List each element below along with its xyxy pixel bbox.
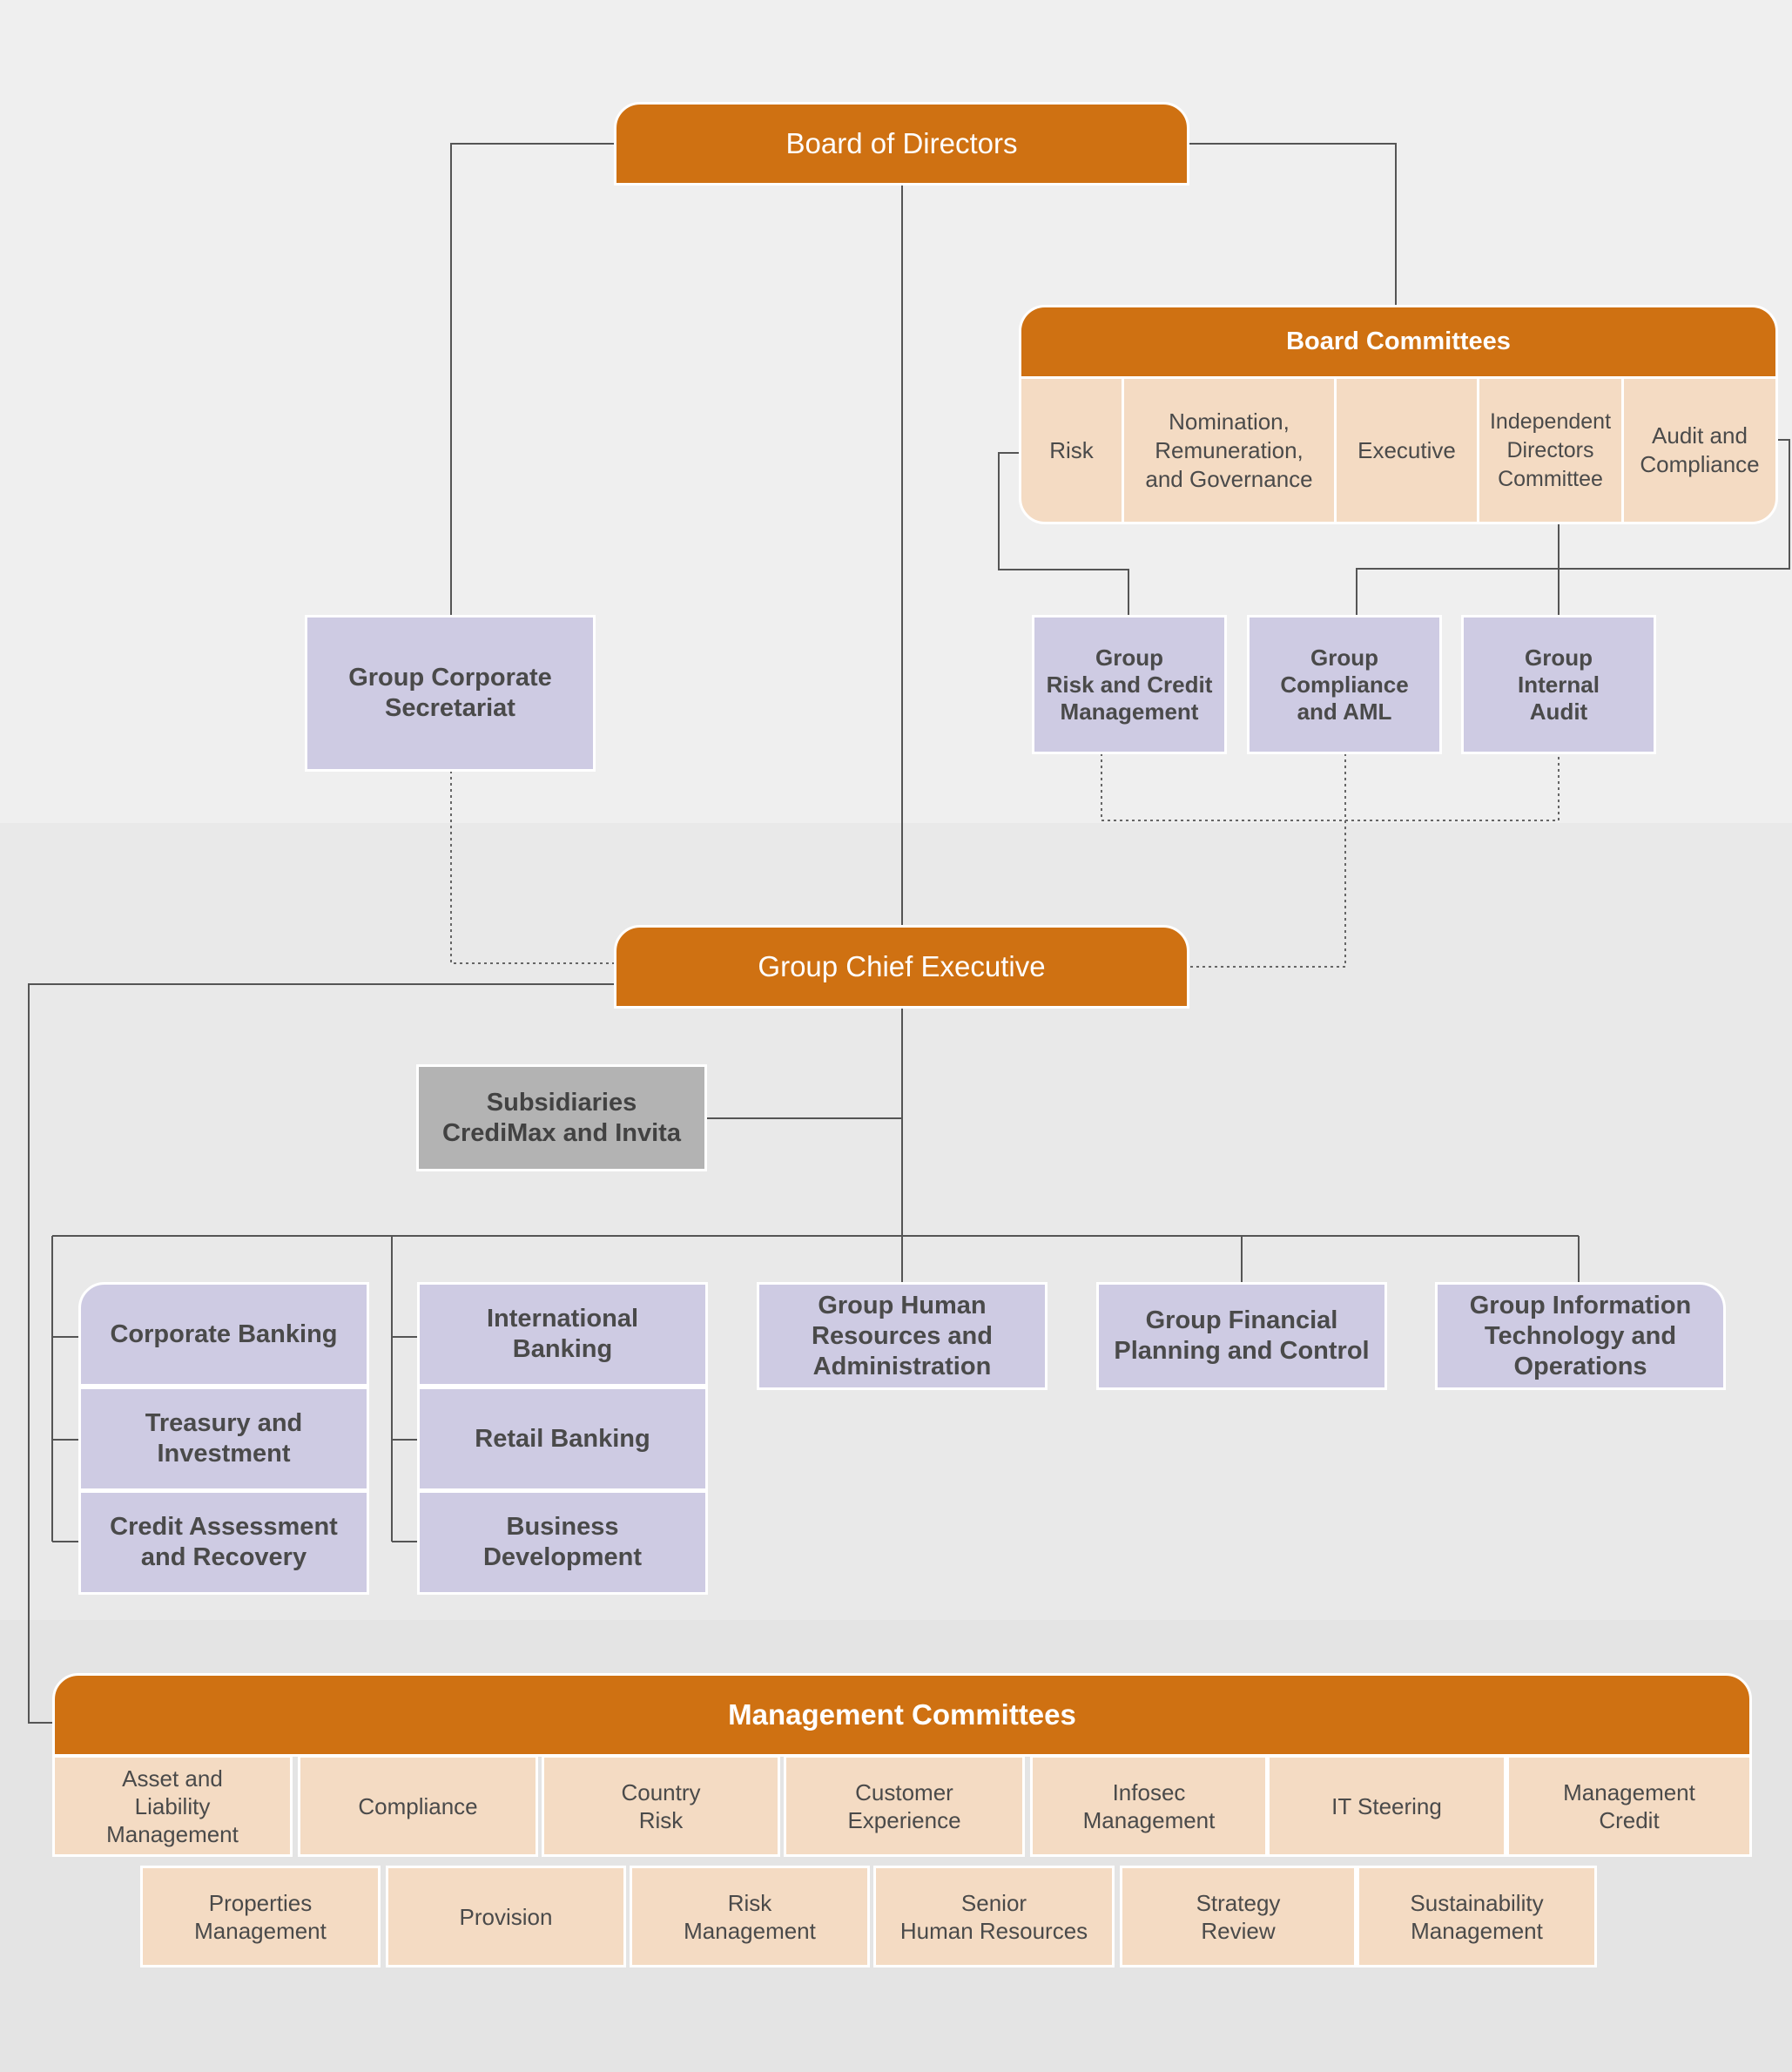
mgmt-committee-senior-hr: Senior Human Resources: [873, 1866, 1115, 1967]
mgmt-committee-sustainability: Sustainability Management: [1357, 1866, 1597, 1967]
committee-audit-compliance: Audit and Compliance: [1640, 422, 1760, 477]
committee-executive: Executive: [1337, 379, 1479, 522]
mgmt-committee-asset-liability: Asset and Liability Management: [52, 1755, 293, 1857]
unit-retail-banking: Retail Banking: [417, 1387, 708, 1491]
board-committees-title: Board Committees: [1021, 307, 1775, 379]
management-committees-title: Management Committees: [52, 1673, 1752, 1757]
committee-independent-directors: Independent Directors Committee: [1479, 379, 1624, 522]
group-risk-credit-management: Group Risk and Credit Management: [1032, 615, 1227, 754]
group-chief-executive: Group Chief Executive: [614, 925, 1189, 1009]
group-compliance-aml: Group Compliance and AML: [1247, 615, 1442, 754]
unit-group-financial-planning: Group Financial Planning and Control: [1096, 1282, 1387, 1390]
unit-corporate-banking: Corporate Banking: [78, 1282, 369, 1387]
unit-business-development: Business Development: [417, 1490, 708, 1595]
unit-group-human-resources: Group Human Resources and Administration: [757, 1282, 1048, 1390]
mgmt-committee-customer-experience: Customer Experience: [784, 1755, 1025, 1857]
mgmt-committee-infosec: Infosec Management: [1030, 1755, 1268, 1857]
unit-international-banking: International Banking: [417, 1282, 708, 1387]
unit-treasury-investment: Treasury and Investment: [78, 1387, 369, 1491]
mgmt-committee-compliance: Compliance: [298, 1755, 538, 1857]
mgmt-committee-management-credit: Management Credit: [1506, 1755, 1752, 1857]
unit-group-information-technology: Group Information Technology and Operati…: [1435, 1282, 1726, 1390]
mgmt-committee-properties: Properties Management: [140, 1866, 381, 1967]
mgmt-committee-strategy-review: Strategy Review: [1120, 1866, 1357, 1967]
group-corporate-secretariat: Group Corporate Secretariat: [305, 615, 596, 772]
board-of-directors: Board of Directors: [614, 102, 1189, 186]
unit-credit-assessment-recovery: Credit Assessment and Recovery: [78, 1490, 369, 1595]
subsidiaries: Subsidiaries CrediMax and Invita: [416, 1064, 707, 1171]
mgmt-committee-provision: Provision: [386, 1866, 626, 1967]
mgmt-committee-it-steering: IT Steering: [1267, 1755, 1506, 1857]
committee-risk: Risk: [1021, 379, 1124, 522]
board-committees-panel: Board Committees Risk Nomination, Remune…: [1019, 305, 1778, 524]
mgmt-committee-risk-management: Risk Management: [630, 1866, 870, 1967]
group-internal-audit: Group Internal Audit: [1461, 615, 1656, 754]
mgmt-committee-country-risk: Country Risk: [542, 1755, 780, 1857]
committee-nomination: Nomination, Remuneration, and Governance: [1124, 379, 1337, 522]
